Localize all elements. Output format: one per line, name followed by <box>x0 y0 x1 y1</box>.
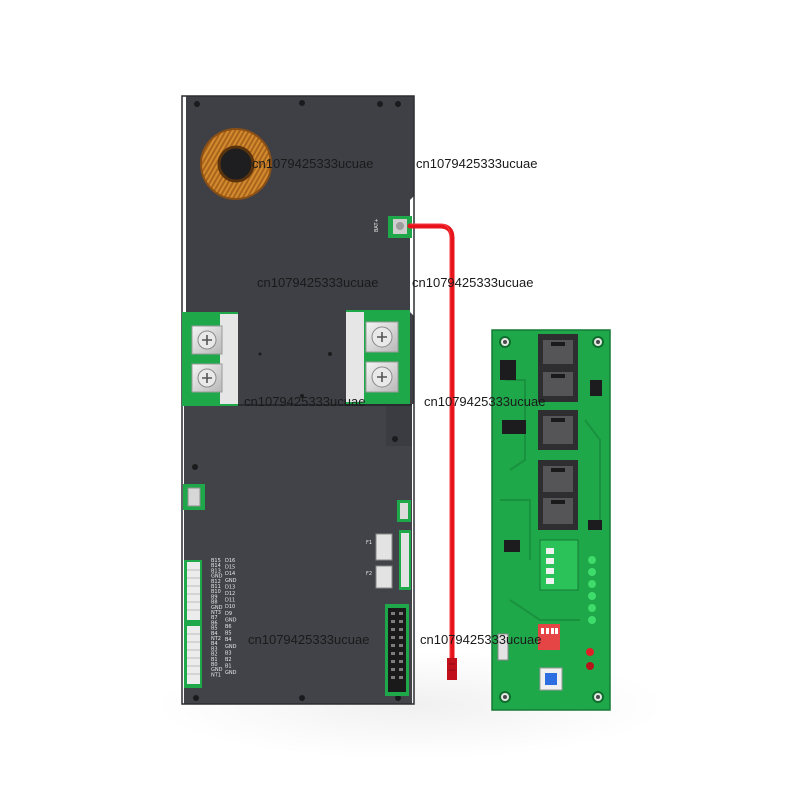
watermark-4: cn1079425333ucuae <box>412 275 534 290</box>
pin-label: GND <box>211 667 223 673</box>
pin-label: B4 <box>211 631 218 637</box>
pin-label-b: GND <box>225 617 237 623</box>
pin-label: B8 <box>211 600 218 606</box>
pin-label: B1 <box>211 657 218 663</box>
watermark-1: cn1079425333ucuae <box>252 156 374 171</box>
bms-main-board: BAT+ <box>181 95 415 705</box>
balance-connectors <box>184 560 202 688</box>
pin-label: B9 <box>211 594 218 600</box>
pin-label-b: D15 <box>225 565 235 571</box>
led-column <box>588 556 596 624</box>
pin-label-b: B4 <box>225 637 232 643</box>
pin-labels: B15B14B13GNDB12B11B10B9B8GNDNT3B7B6B5B4N… <box>211 558 237 678</box>
pin-label: B3 <box>211 646 218 652</box>
watermark-7: cn1079425333ucuae <box>248 632 370 647</box>
small-connector <box>183 484 205 510</box>
pin-label-b: B6 <box>225 624 232 630</box>
push-button <box>539 667 563 691</box>
pin-label: B2 <box>211 652 218 658</box>
bat-plus-label: BAT+ <box>374 218 380 232</box>
pin-label-b: D10 <box>225 604 235 610</box>
pin-label: B11 <box>211 584 221 590</box>
toroid-inductor-icon <box>200 128 272 200</box>
pin-label: B7 <box>211 615 218 621</box>
pin-label: GND <box>211 574 223 580</box>
pin-label: B4 <box>211 641 218 647</box>
pin-label: NT3 <box>211 610 221 616</box>
watermark-6: cn1079425333ucuae <box>424 394 546 409</box>
pin-label: B15 <box>211 558 221 564</box>
mounting-holes <box>192 100 401 701</box>
pin-label-b: GND <box>225 644 237 650</box>
pin-label: GND <box>211 605 223 611</box>
pin-label: B10 <box>211 589 221 595</box>
pin-label: B0 <box>211 662 218 668</box>
pin-label-b: D12 <box>225 591 235 597</box>
pin-label-b: D9 <box>225 611 232 617</box>
pin-label: NT1 <box>211 672 221 678</box>
pin-label-b: D11 <box>225 598 235 604</box>
watermark-8: cn1079425333ucuae <box>420 632 542 647</box>
pin-label: NT2 <box>211 636 221 642</box>
right-edge-connectors: F1 F2 <box>366 500 411 590</box>
right-power-terminals <box>346 310 410 404</box>
watermark-5: cn1079425333ucuae <box>244 394 366 409</box>
pin-label: B13 <box>211 568 221 574</box>
screw-terminal-icon <box>539 539 579 591</box>
fuse-label-1: F1 <box>366 540 372 546</box>
pin-label-b: D13 <box>225 584 235 590</box>
green-comm-board <box>491 329 611 711</box>
pin-label-b: GND <box>225 578 237 584</box>
pin-label-b: B5 <box>225 631 232 637</box>
pin-label-b: B2 <box>225 657 232 663</box>
left-power-terminals <box>182 312 238 406</box>
rj45-ports <box>538 334 578 530</box>
pin-label: B5 <box>211 626 218 632</box>
pin-label-b: D14 <box>225 571 235 577</box>
pin-label: B14 <box>211 563 221 569</box>
watermark-3: cn1079425333ucuae <box>257 275 379 290</box>
pin-label-b: D16 <box>225 558 235 564</box>
red-cable <box>407 223 457 680</box>
fuse-label-2: F2 <box>366 571 372 577</box>
communication-header <box>385 604 409 696</box>
dip-switch-icon <box>538 624 560 650</box>
watermark-2: cn1079425333ucuae <box>416 156 538 171</box>
pin-label: B6 <box>211 620 218 626</box>
pin-label-b: GND <box>225 670 237 676</box>
pin-label-b: B3 <box>225 650 232 656</box>
pin-label: B12 <box>211 579 221 585</box>
pin-label-b: B1 <box>225 664 232 670</box>
bat-plus-terminal: BAT+ <box>374 216 412 238</box>
